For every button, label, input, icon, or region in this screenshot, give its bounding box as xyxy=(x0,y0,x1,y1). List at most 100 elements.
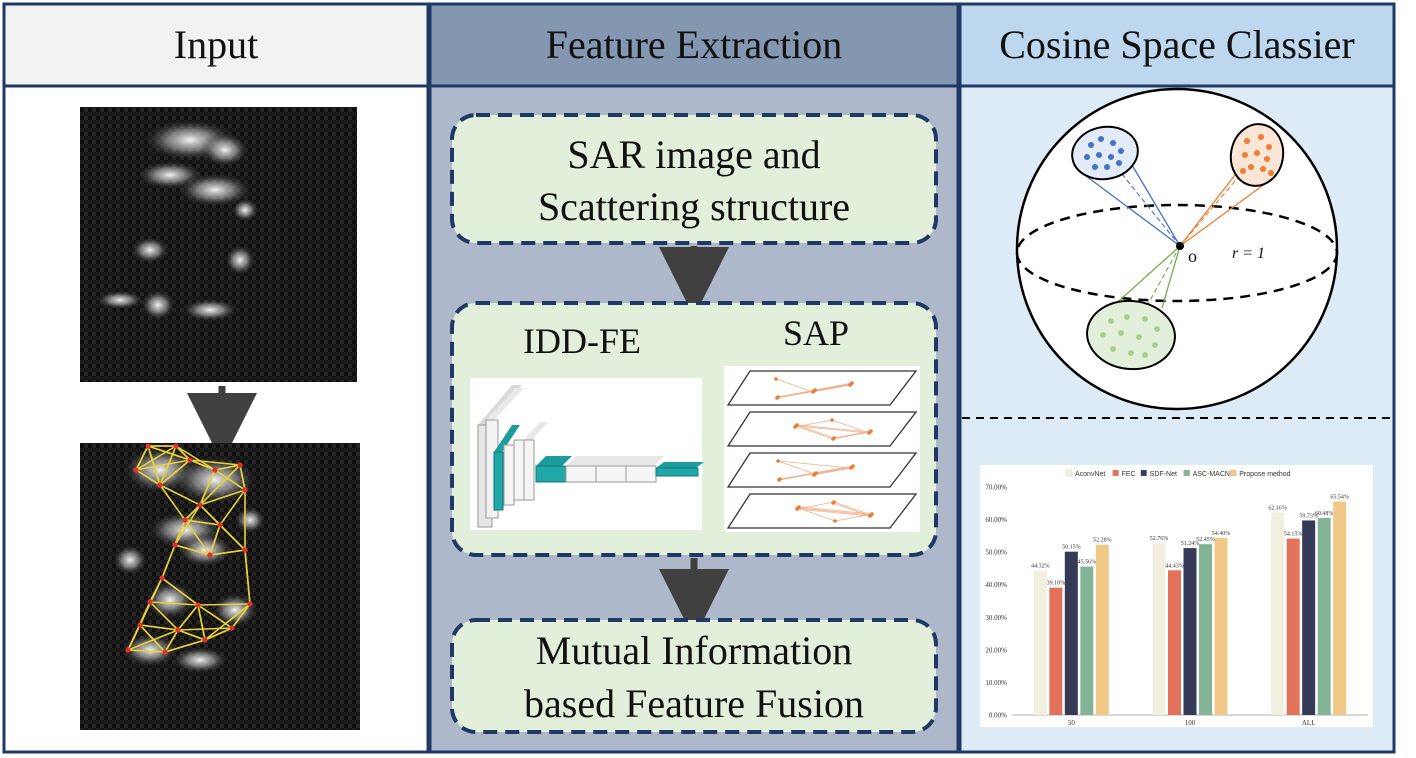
bar xyxy=(1214,537,1228,715)
sar-scatter-blob xyxy=(170,646,230,674)
sar-scatter-blob xyxy=(180,298,240,322)
sap-point xyxy=(832,500,836,504)
structure-edge xyxy=(197,604,233,629)
sap-point xyxy=(850,381,854,385)
structure-node xyxy=(217,522,223,528)
feature-point xyxy=(1118,148,1124,154)
structure-edge xyxy=(219,524,246,551)
structure-node xyxy=(172,542,178,548)
structure-node xyxy=(147,599,153,605)
input-title: Input xyxy=(174,22,258,67)
feature-point xyxy=(1108,318,1114,324)
structure-edge xyxy=(239,464,246,491)
box1-line1: SAR image and xyxy=(567,132,820,177)
structure-edge xyxy=(214,464,241,471)
feature-point xyxy=(1244,138,1250,144)
idd-fe-network-illustration xyxy=(470,378,704,530)
sap-layer xyxy=(726,370,918,406)
feature-extraction-panel: Feature Extraction SAR image and Scatter… xyxy=(428,2,960,754)
box3-line2: based Feature Fusion xyxy=(524,681,864,726)
sar-scatter-blob xyxy=(175,172,255,208)
feature-point xyxy=(1128,350,1134,356)
structure-edge xyxy=(214,469,246,491)
sap-point xyxy=(795,423,799,427)
bar-value-label: 39.10% xyxy=(1047,581,1066,587)
legend-swatch xyxy=(1112,469,1119,477)
structure-edge xyxy=(135,459,191,471)
structure-edge xyxy=(135,445,149,471)
structure-edge xyxy=(175,445,191,461)
bar xyxy=(1333,501,1347,715)
feature-title: Feature Extraction xyxy=(546,22,843,67)
structure-edge xyxy=(177,604,199,631)
feature-point xyxy=(1084,154,1090,160)
structure-node xyxy=(242,487,248,493)
y-tick-label: 20.00% xyxy=(985,646,1007,654)
sap-label: SAP xyxy=(783,313,849,353)
legend-label: SDF-Net xyxy=(1150,471,1177,478)
structure-edge xyxy=(135,469,161,486)
sap-layer xyxy=(726,493,918,529)
structure-edge xyxy=(161,577,199,606)
bar-value-label: 44.32% xyxy=(1031,564,1050,570)
bar xyxy=(1199,544,1212,715)
structure-edge xyxy=(199,464,241,506)
sap-point xyxy=(776,459,780,463)
sap-point xyxy=(832,436,836,440)
x-tick-label: 100 xyxy=(1185,719,1196,727)
feature-point xyxy=(1136,334,1142,340)
structure-node xyxy=(173,443,179,449)
y-tick-label: 40.00% xyxy=(985,581,1007,589)
sar-scatter-blob xyxy=(231,198,259,222)
feature-point xyxy=(1152,342,1158,348)
bar-value-label: 62.16% xyxy=(1268,506,1287,512)
structure-edge xyxy=(175,445,216,471)
structure-edge xyxy=(204,603,251,641)
classifier-title: Cosine Space Classier xyxy=(999,22,1355,67)
sap-point xyxy=(814,471,818,475)
bar-value-label: 52.76% xyxy=(1150,536,1169,542)
sap-point xyxy=(830,418,834,422)
structure-edge xyxy=(199,504,221,526)
structure-edge xyxy=(177,629,206,641)
sap-layer xyxy=(726,411,918,447)
bar-value-label: 65.54% xyxy=(1330,495,1349,501)
structure-edge xyxy=(197,603,251,606)
feature-point xyxy=(1110,346,1116,352)
feature-point xyxy=(1124,314,1130,320)
structure-node xyxy=(247,601,253,607)
sar-scatter-blob xyxy=(95,290,145,310)
bar-value-label: 45.56% xyxy=(1078,560,1097,566)
structure-node xyxy=(133,467,139,473)
structure-edge xyxy=(159,445,177,486)
bar xyxy=(1317,518,1331,715)
class-cluster xyxy=(1071,125,1181,247)
feature-point xyxy=(1108,154,1114,160)
structure-node xyxy=(195,602,201,608)
sar-scatter-blob xyxy=(175,532,235,568)
structure-node xyxy=(197,502,203,508)
structure-edge xyxy=(174,504,201,546)
sap-layers-illustration xyxy=(724,366,920,532)
input-header xyxy=(2,2,430,88)
structure-node xyxy=(242,547,248,553)
structure-edge xyxy=(219,489,246,526)
sap-point xyxy=(869,429,873,433)
legend-swatch xyxy=(1230,469,1237,477)
sar-scatter-blob xyxy=(234,506,266,534)
feature-point xyxy=(1100,332,1106,338)
structure-edge xyxy=(199,469,216,506)
y-tick-label: 50.00% xyxy=(985,549,1007,557)
y-tick-label: 70.00% xyxy=(985,484,1007,492)
feature-point xyxy=(1110,140,1116,146)
legend-swatch xyxy=(1065,469,1073,477)
structure-node xyxy=(137,622,143,628)
bar xyxy=(1049,587,1063,715)
structure-edge xyxy=(159,484,186,521)
feature-point xyxy=(1154,326,1160,332)
sap-point xyxy=(774,377,778,381)
box1-line2: Scattering structure xyxy=(538,184,850,229)
structure-edge xyxy=(189,459,216,471)
box3-line1: Mutual Information xyxy=(536,628,853,673)
